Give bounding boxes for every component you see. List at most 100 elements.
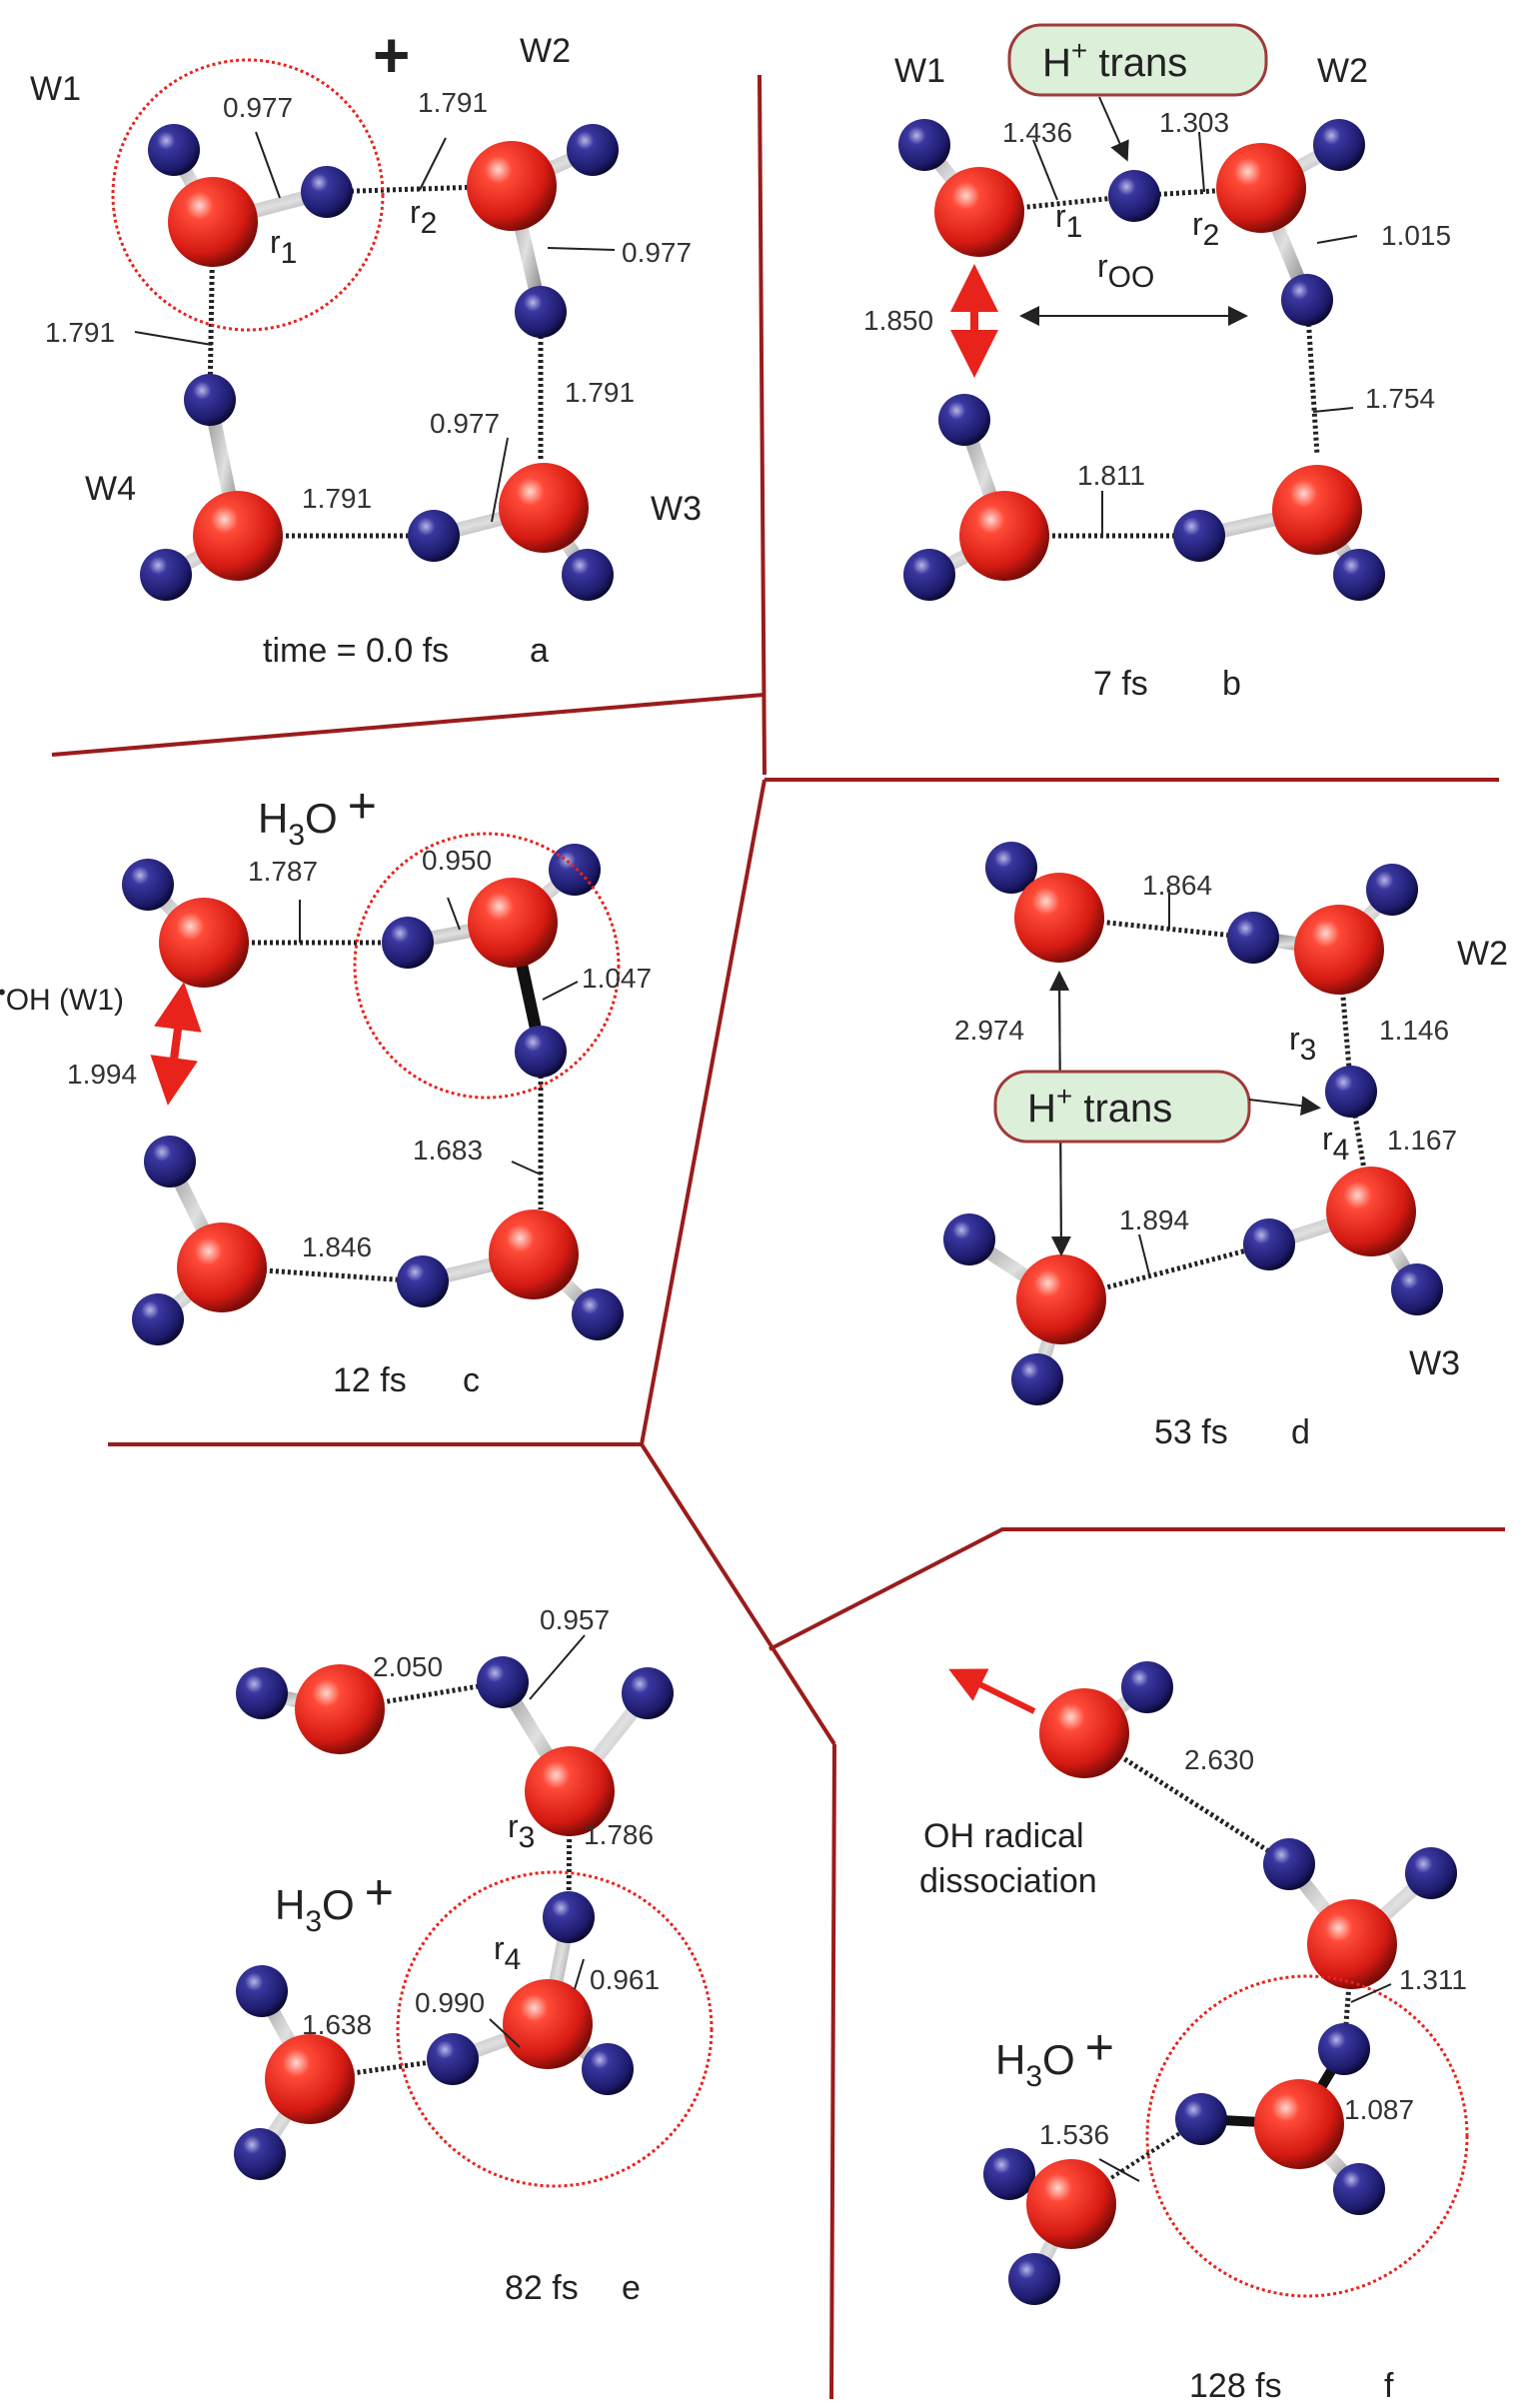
hydrogen-atom (567, 124, 619, 176)
distance-label: 2.050 (373, 1651, 443, 1682)
distance-label: 1.536 (1039, 2119, 1109, 2150)
leader-lines (299, 897, 579, 1176)
distance-label: 2.974 (954, 1015, 1024, 1046)
distance-label: 1.436 (1002, 117, 1072, 148)
dissociation-arrow (948, 1668, 1036, 1714)
time-label: 53 fs (1154, 1413, 1228, 1451)
oxygen-atom (1254, 2079, 1344, 2169)
distance-label: 0.961 (590, 1964, 660, 1995)
hydrogen-atom (1108, 170, 1160, 222)
charge-label: + (373, 19, 410, 91)
distance-label: 1.791 (565, 377, 635, 408)
oh-radical-label: •OH (W1) (0, 980, 124, 1017)
hydrogen-atom (234, 2128, 286, 2180)
oxygen-atom (193, 491, 283, 581)
oxygen-atom (1039, 1688, 1129, 1778)
hydrogen-atom (1318, 2023, 1370, 2075)
hydrogen-atom (397, 1255, 449, 1307)
hydrogen-atom (1325, 1066, 1377, 1118)
hydrogen-atom (184, 374, 236, 426)
panel-dividers (51, 74, 1505, 2400)
distance-label: 1.087 (1344, 2094, 1414, 2125)
time-label: 128 fs (1189, 2367, 1282, 2405)
highlight-circle (1145, 1974, 1469, 2298)
hydrogen-atom (543, 1891, 595, 1943)
oxygen-atom (959, 491, 1049, 581)
distance-label: 0.977 (223, 92, 293, 123)
oxygen-atom (168, 177, 258, 267)
hydrogen-atom (148, 124, 200, 176)
coordinate-label-r1: r1 (270, 224, 297, 270)
panel-b: H+ trans W1 W2 1.436 1.303 1.015 1.850 1… (863, 23, 1451, 703)
coordinate-label-r1: r1 (1055, 198, 1082, 244)
hydrogen-atom (1243, 1218, 1295, 1270)
distance-label: 0.957 (540, 1604, 610, 1635)
distance-label: 1.015 (1381, 220, 1451, 251)
oxygen-atom (1014, 873, 1104, 963)
leader-lines (134, 131, 616, 523)
distance-label: 1.850 (863, 305, 933, 336)
hydrogen-atom (1263, 1838, 1315, 1890)
h3o-label: H3O+ (995, 2019, 1114, 2093)
distance-label: 1.811 (1077, 460, 1145, 491)
divider-ab-c (51, 693, 765, 757)
oxygen-atom (467, 141, 557, 231)
time-label: time = 0.0 fs (263, 632, 449, 670)
h-transfer-callout-text: H+ trans (1027, 1081, 1172, 1131)
hydrogen-atom (301, 166, 353, 218)
hydrogen-atom (1313, 119, 1365, 171)
oxygen-atom (489, 1209, 579, 1299)
h3o-label: H3O+ (258, 778, 377, 852)
distance-label: 1.146 (1379, 1015, 1449, 1046)
hydrogen-atom (515, 1026, 567, 1078)
water-label-w4: W4 (85, 470, 136, 508)
panel-d: H+ trans 1.864 W2 2.974 1.146 1.167 r3 r… (943, 842, 1508, 1451)
distance-label: 1.894 (1119, 1204, 1189, 1235)
atoms (140, 124, 619, 601)
leader-lines (1138, 890, 1170, 1275)
distance-label: 1.787 (248, 856, 318, 887)
hydrogen-atom (515, 286, 567, 338)
oxygen-atom (1026, 2159, 1116, 2249)
h-bonds (1082, 1730, 1355, 2050)
hydrogen-atom (236, 1667, 288, 1719)
radical-label-line1: OH radical (923, 1817, 1084, 1855)
leader-lines (1098, 1983, 1392, 2182)
oxygen-atom (1016, 1254, 1106, 1344)
radical-label-line2: dissociation (919, 1862, 1097, 1900)
divider-f (768, 1527, 1505, 1651)
oxygen-atom (468, 878, 558, 968)
hydrogen-atom (903, 549, 955, 601)
time-label: 82 fs (505, 2269, 579, 2307)
highlight-circle (353, 832, 621, 1100)
hydrogen-atom (1175, 2093, 1227, 2145)
hydrogen-atom (983, 2148, 1035, 2200)
oxygen-atom (1294, 905, 1384, 995)
distance-label: 1.791 (302, 483, 372, 514)
divider-diagonal (640, 1442, 836, 1746)
distance-label: 0.990 (415, 1987, 485, 2018)
leader-lines (1032, 131, 1358, 536)
hydrogen-atom (382, 917, 434, 969)
hydrogen-atom (898, 119, 950, 171)
water-label-w1: W1 (30, 70, 81, 108)
water-label-w1: W1 (894, 52, 945, 90)
panel-a: + W1 W2 W4 W3 0.977 1.791 0.977 1.791 1.… (30, 19, 702, 670)
coordinate-label-r3: r3 (508, 1808, 535, 1854)
distance-label: 1.303 (1159, 107, 1229, 138)
hydrogen-atom (1173, 510, 1225, 562)
hydrogen-atom (132, 1293, 184, 1345)
panel-c: H3O+ 1.787 0.950 1.047 •OH (W1) 1.994 1.… (0, 778, 652, 1399)
panel-letter: d (1291, 1413, 1310, 1451)
atoms (943, 842, 1443, 1405)
hydrogen-atom (943, 1213, 995, 1265)
coordinate-label-r2: r2 (410, 194, 437, 240)
distance-label: 0.977 (430, 408, 500, 439)
hydrogen-atom (1227, 912, 1279, 964)
oxygen-atom (1216, 143, 1306, 233)
distance-label: 1.167 (1387, 1125, 1457, 1156)
leader-lines (489, 1634, 586, 2048)
highlight-circle (111, 58, 385, 332)
hydrogen-atom (236, 1965, 288, 2017)
